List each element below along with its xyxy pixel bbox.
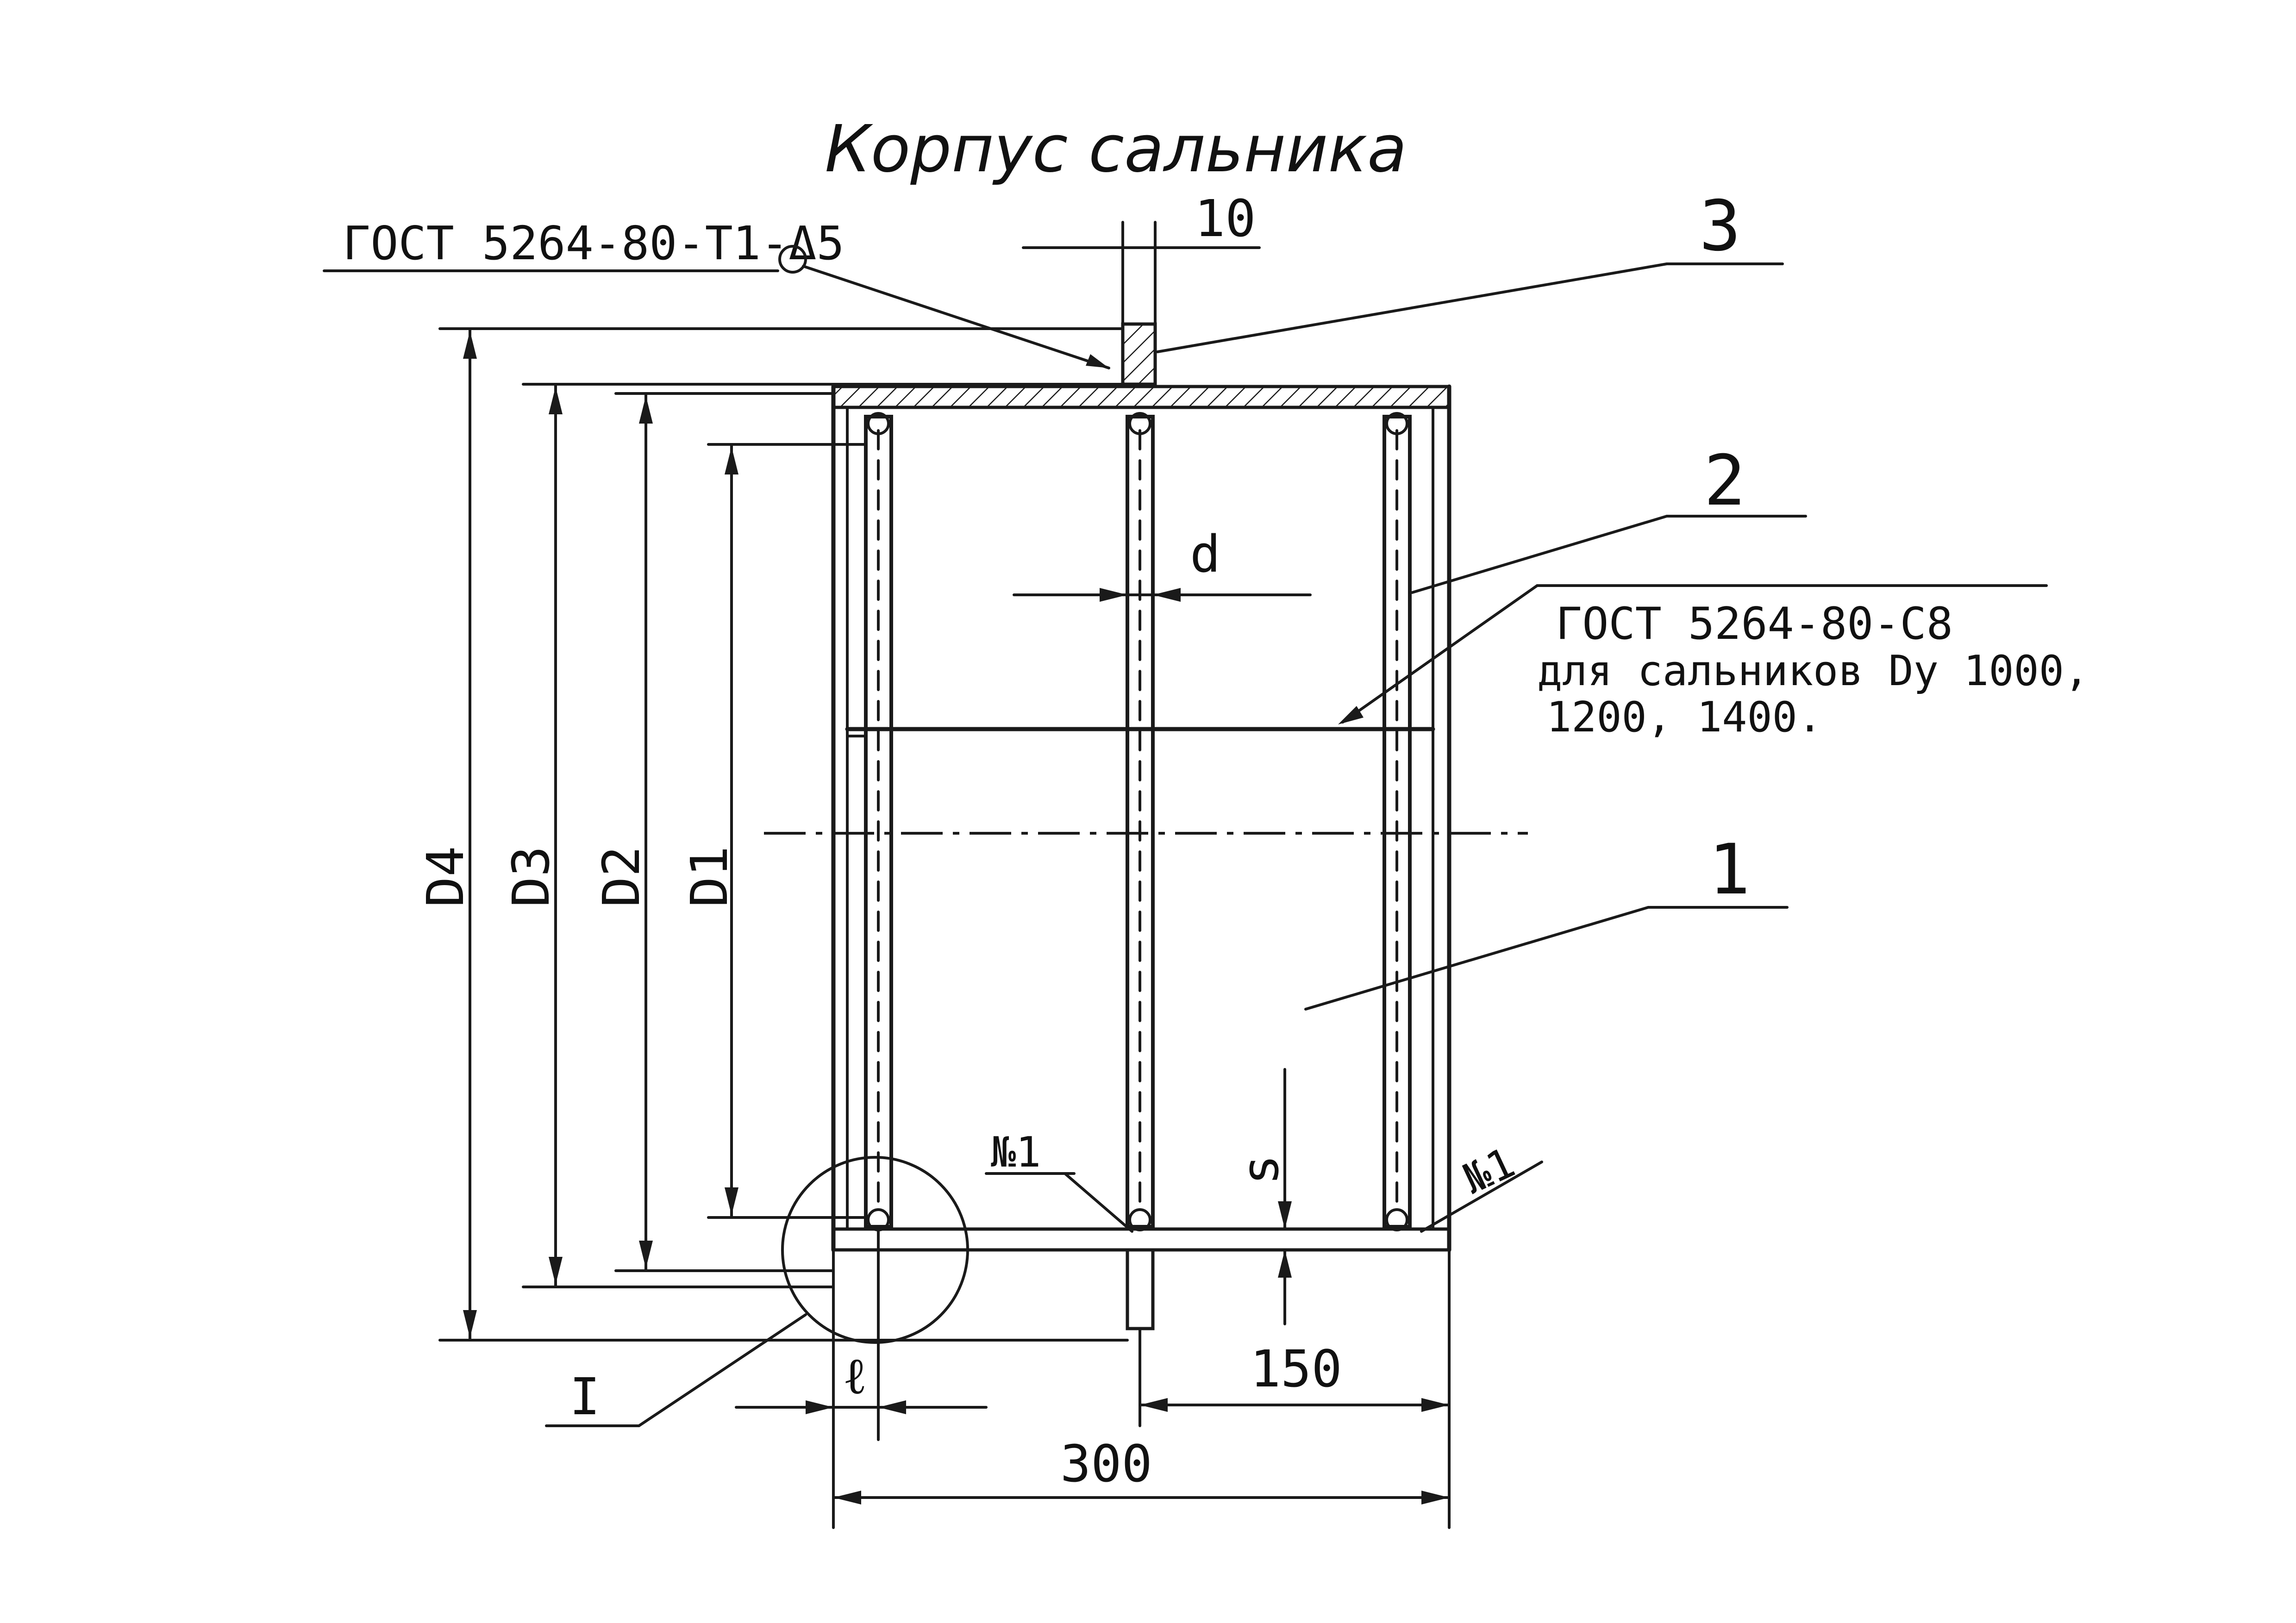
detail-leader [638,1313,807,1427]
flange-ring-part3 [1121,322,1157,386]
dim-d3-label: D3 [501,846,561,907]
center-stem-bottom [1126,1248,1155,1330]
callout-2-label: 2 [1704,441,1745,521]
dim-ell-arrow-left [806,1400,833,1414]
weld-mark-left-leader [1064,1172,1133,1233]
callout-2-leader [1411,515,1668,594]
dim-150-label: 150 [1250,1339,1342,1398]
weld-note-right-line2: для сальников Dy 1000, [1537,647,2089,695]
dim-300-label: 300 [1060,1434,1152,1493]
dim-d2-arrow-bottom [639,1241,653,1268]
bottom-plate [832,1227,1451,1252]
detail-circle [781,1156,969,1344]
dim-d1-arrow-top [725,447,738,474]
dim-d2-arrow-top [639,396,653,424]
rib-center [1126,412,1155,1231]
dim-d1-arrow-bottom [725,1187,738,1215]
dim-d3-arrow-top [549,387,563,414]
weld-note-right-arrow [1338,706,1364,724]
dim-d4-arrow-bottom [463,1310,477,1338]
dim-d-arrow-left [1100,588,1127,602]
callout-1-label: 1 [1708,830,1750,910]
detail-label: I [569,1367,600,1426]
weld-note-top: ГОСТ 5264-80-Т1-Δ5 [343,216,845,270]
weld-symbol-circle [778,245,807,274]
dim-d-arrow-right [1153,588,1181,602]
dim-d4-arrow-top [463,331,477,359]
weld-mark-right-leader [1420,1161,1543,1233]
weld-note-top-leader [802,265,1110,369]
drawing-title: Корпус сальника [825,112,1407,187]
dim-d-label: d [1190,524,1220,584]
dim-ell-arrow-right [878,1400,906,1414]
weld-note-right-line1: ГОСТ 5264-80-С8 [1556,599,1953,649]
dim-d3-arrow-bottom [549,1257,563,1285]
callout-1-leader [1304,906,1650,1011]
dim-d4-label: D4 [416,846,475,907]
dim-s-arrow-bottom [1278,1250,1292,1278]
weld-note-right-leader [1341,584,1539,724]
weld-mark-left: №1 [991,1128,1041,1177]
callout-3-label: 3 [1699,186,1741,267]
top-plate [832,385,1451,409]
dim-ell-label: ℓ [843,1346,867,1405]
rib-right [1383,412,1412,1231]
dim-s-label: s [1231,1155,1290,1185]
dim-300-arrow-right [1421,1491,1449,1504]
dim-s-arrow-top [1278,1201,1292,1229]
dim-d2-label: D2 [592,846,651,907]
weld-note-right-line3: 1200, 1400. [1546,693,1822,742]
callout-3-leader [1156,262,1668,353]
dim-150-arrow-left [1140,1398,1168,1412]
dim-150-arrow-right [1421,1398,1449,1412]
dim-d1-label: D1 [680,846,739,907]
dim-10-label: 10 [1195,189,1256,248]
rib-left [864,412,893,1231]
weld-note-top-arrow [1086,354,1109,368]
dim-300-arrow-left [833,1491,861,1504]
